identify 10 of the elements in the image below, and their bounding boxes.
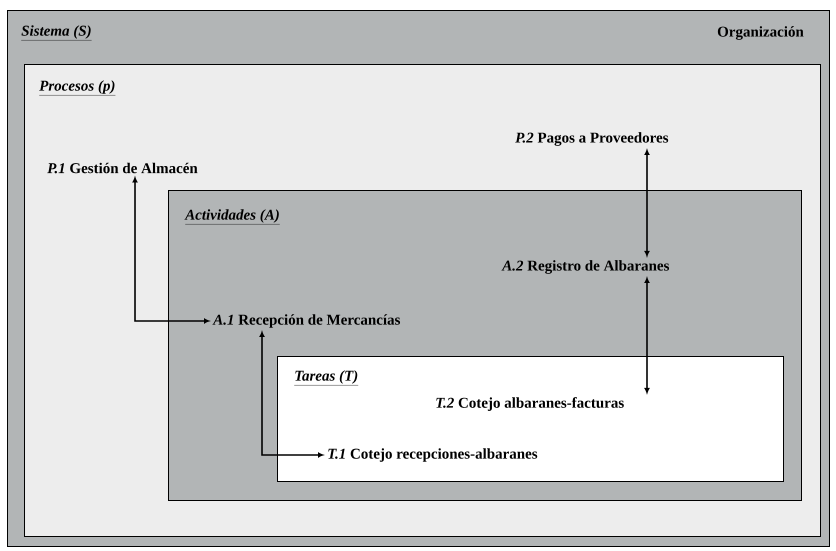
item-label: A.2 Registro de Albaranes: [501, 260, 670, 274]
arrow: [260, 332, 324, 458]
arrow: [644, 150, 650, 256]
arrow: [132, 177, 210, 324]
item-label: P.1 Gestión de Almacén: [47, 162, 198, 174]
arrow: [644, 278, 650, 394]
item-label: A.1 Recepción de Mercancías: [212, 314, 400, 328]
item-label: T.2 Cotejo albaranes-facturas: [436, 397, 624, 411]
item-label: P.2 Pagos a Proveedores: [515, 132, 668, 146]
item-label: T.1 Cotejo recepciones-albaranes: [328, 448, 538, 462]
